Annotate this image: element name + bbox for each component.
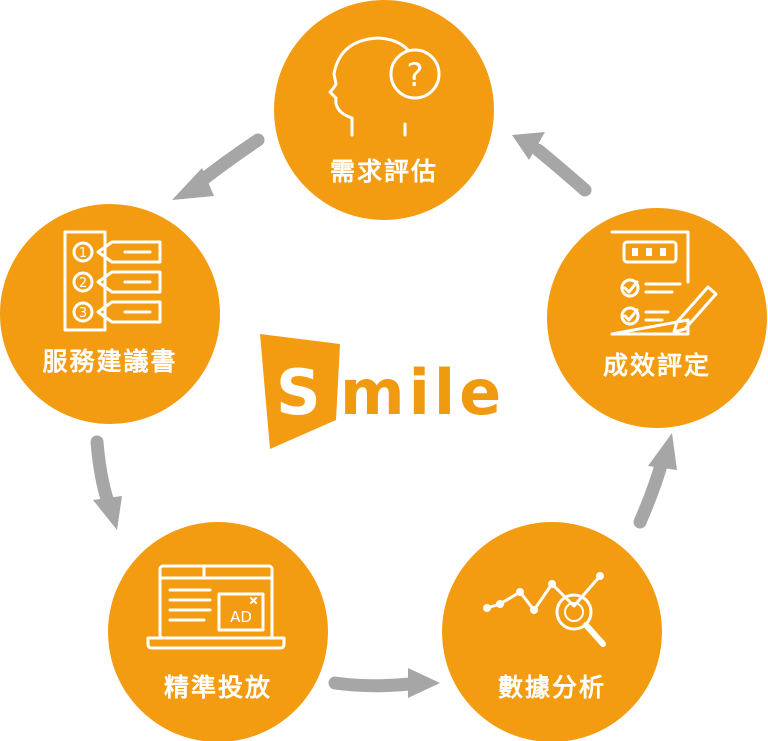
- node-label: 成效評定: [603, 351, 711, 380]
- node-results-evaluation: 成效評定: [547, 208, 767, 428]
- arrow-delivery-to-analysis: [328, 668, 440, 698]
- node-label: 服務建議書: [42, 347, 177, 376]
- logo-badge: [260, 334, 340, 449]
- number-1: 1: [79, 246, 87, 261]
- smile-logo: S mile: [260, 334, 505, 449]
- node-needs-assessment: ? 需求評估: [274, 0, 494, 220]
- number-3: 3: [79, 306, 87, 321]
- laptop-ad-icon: AD: [146, 564, 286, 650]
- logo-text: mile: [340, 356, 505, 429]
- node-circle: [0, 204, 220, 424]
- node-circle: [108, 522, 328, 741]
- node-precision-delivery: AD 精準投放: [108, 522, 328, 741]
- node-label: 需求評估: [330, 157, 438, 186]
- node-service-proposal: 1 2 3 服務建議書: [0, 204, 220, 424]
- logo-letter: S: [276, 356, 321, 429]
- arrow-needs-to-proposal: [172, 133, 265, 200]
- ad-label: AD: [230, 608, 252, 626]
- node-label: 數據分析: [498, 673, 606, 702]
- node-circle: [274, 0, 494, 220]
- node-data-analysis: 數據分析: [442, 522, 662, 741]
- checklist-pencil-icon: [610, 230, 718, 336]
- node-circle: [442, 522, 662, 741]
- chart-magnifier-icon: [483, 572, 606, 647]
- node-circle: [547, 208, 767, 428]
- question-mark: ?: [407, 56, 424, 94]
- head-question-icon: ?: [328, 36, 441, 137]
- numbered-list-icon: 1 2 3: [63, 230, 162, 332]
- node-label: 精準投放: [164, 673, 272, 702]
- arrow-proposal-to-delivery: [90, 435, 122, 530]
- arrow-results-to-needs: [512, 132, 592, 197]
- number-2: 2: [79, 276, 87, 291]
- arrow-analysis-to-results: [633, 433, 677, 529]
